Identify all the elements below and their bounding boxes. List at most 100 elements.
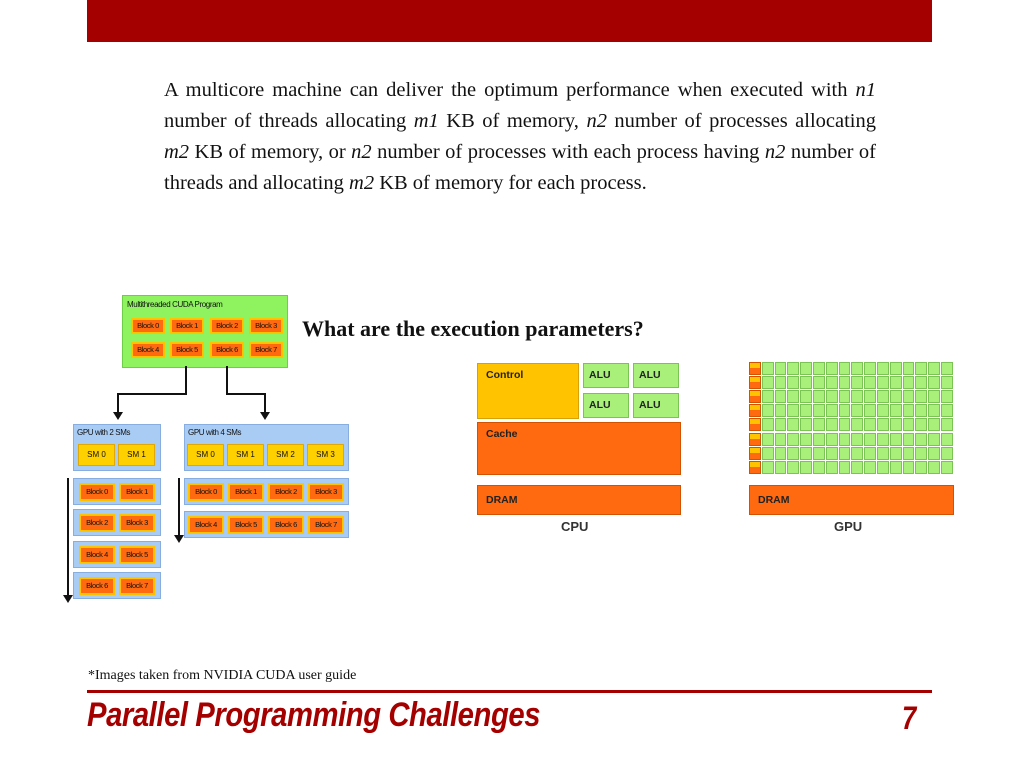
- variable-m2: m2: [349, 172, 375, 194]
- program-block: Block 7: [249, 342, 283, 358]
- gpu-alu-cell: [928, 418, 940, 432]
- gpu-alu-cell: [851, 404, 864, 418]
- sm-unit: SM 2: [267, 444, 304, 466]
- gpu-alu-cell: [877, 376, 889, 390]
- paragraph-text: number of threads and allocating: [164, 141, 876, 194]
- scheduled-block: Block 0: [188, 483, 224, 501]
- gpu-alu-cell: [838, 376, 851, 390]
- scheduled-block: Block 1: [119, 483, 155, 501]
- gpu-2sm-wave: Block 6 Block 7: [73, 572, 161, 599]
- variable-n2: n2: [586, 110, 607, 132]
- gpu-alu-cell: [877, 362, 889, 376]
- gpu-core-grid: [749, 362, 954, 475]
- gpu-alu-cell: [825, 404, 838, 418]
- gpu-alu-cell: [787, 418, 800, 432]
- scheduled-block: Block 6: [268, 516, 304, 534]
- gpu-alu-cell: [902, 446, 915, 460]
- gpu-4sm-box: GPU with 4 SMs SM 0 SM 1 SM 2 SM 3: [184, 424, 349, 471]
- gpu-alu-cell: [851, 390, 864, 404]
- gpu-control-cache-cell: [749, 446, 761, 460]
- gpu-alu-cell: [864, 362, 876, 376]
- gpu-alu-cell: [851, 432, 864, 446]
- arrow-down-icon: [260, 412, 270, 420]
- gpu-alu-cell: [928, 376, 940, 390]
- gpu-alu-cell: [941, 446, 953, 460]
- gpu-alu-cell: [825, 432, 838, 446]
- question-heading: What are the execution parameters?: [302, 316, 644, 341]
- gpu-alu-cell: [941, 390, 953, 404]
- paragraph-text: number of processes allocating: [606, 110, 876, 132]
- gpu-alu-cell: [825, 390, 838, 404]
- gpu-control-cache-cell: [749, 376, 761, 390]
- gpu-alu-cell: [774, 460, 787, 474]
- page-number: 7: [902, 700, 917, 736]
- gpu-alu-cell: [941, 362, 953, 376]
- gpu-alu-cell: [761, 390, 774, 404]
- gpu-2sm-wave: Block 4 Block 5: [73, 541, 161, 568]
- cpu-control-label: Control: [486, 369, 524, 381]
- gpu-alu-cell: [902, 418, 915, 432]
- connector-line: [185, 366, 187, 394]
- gpu-alu-cell: [838, 432, 851, 446]
- gpu-alu-cell: [877, 446, 889, 460]
- gpu-alu-cell: [941, 404, 953, 418]
- gpu-alu-cell: [787, 376, 800, 390]
- gpu-alu-cell: [889, 460, 902, 474]
- gpu-alu-cell: [864, 390, 876, 404]
- variable-n2: n2: [764, 141, 786, 163]
- scheduled-block: Block 5: [228, 516, 264, 534]
- gpu-alu-cell: [800, 390, 812, 404]
- gpu-control-cache-cell: [749, 432, 761, 446]
- gpu-alu-cell: [864, 418, 876, 432]
- gpu-alu-cell: [800, 376, 812, 390]
- gpu-alu-cell: [761, 362, 774, 376]
- gpu-alu-cell: [838, 362, 851, 376]
- time-axis-line: [178, 478, 180, 536]
- gpu-alu-cell: [941, 418, 953, 432]
- gpu-alu-cell: [877, 432, 889, 446]
- gpu-alu-cell: [864, 404, 876, 418]
- gpu-alu-cell: [889, 446, 902, 460]
- image-credit: *Images taken from NVIDIA CUDA user guid…: [88, 668, 357, 683]
- gpu-alu-cell: [877, 390, 889, 404]
- gpu-alu-cell: [889, 376, 902, 390]
- program-block: Block 3: [249, 318, 283, 334]
- gpu-alu-cell: [928, 432, 940, 446]
- gpu-alu-cell: [941, 432, 953, 446]
- gpu-alu-cell: [825, 460, 838, 474]
- sm-unit: SM 1: [227, 444, 264, 466]
- sm-unit: SM 1: [118, 444, 155, 466]
- gpu-alu-cell: [800, 404, 812, 418]
- gpu-alu-cell: [928, 390, 940, 404]
- gpu-alu-cell: [787, 404, 800, 418]
- gpu-alu-cell: [928, 460, 940, 474]
- gpu-alu-cell: [915, 404, 928, 418]
- gpu-alu-cell: [774, 432, 787, 446]
- program-block: Block 1: [170, 318, 204, 334]
- gpu-alu-cell: [800, 446, 812, 460]
- scheduled-block: Block 2: [79, 514, 115, 532]
- gpu-alu-cell: [838, 404, 851, 418]
- gpu-alu-cell: [902, 460, 915, 474]
- gpu-alu-cell: [902, 376, 915, 390]
- gpu-alu-cell: [889, 362, 902, 376]
- program-block: Block 0: [131, 318, 165, 334]
- footer-rule: [87, 690, 932, 693]
- gpu-alu-cell: [761, 460, 774, 474]
- gpu-alu-cell: [915, 376, 928, 390]
- arrow-down-icon: [63, 595, 73, 603]
- gpu-alu-cell: [838, 446, 851, 460]
- cpu-cache-label: Cache: [486, 428, 518, 440]
- program-block: Block 5: [170, 342, 204, 358]
- gpu-label: GPU: [834, 519, 863, 534]
- connector-line: [226, 366, 228, 394]
- gpu-control-cache-cell: [749, 460, 761, 474]
- gpu-alu-cell: [902, 404, 915, 418]
- cpu-cache-block: Cache: [477, 422, 681, 475]
- variable-n2: n2: [351, 141, 372, 163]
- arrow-down-icon: [113, 412, 123, 420]
- gpu-2sm-wave: Block 2 Block 3: [73, 509, 161, 536]
- gpu-alu-cell: [825, 418, 838, 432]
- cuda-program-box: Multithreaded CUDA Program Block 0 Block…: [122, 295, 288, 368]
- scheduled-block: Block 4: [79, 546, 115, 564]
